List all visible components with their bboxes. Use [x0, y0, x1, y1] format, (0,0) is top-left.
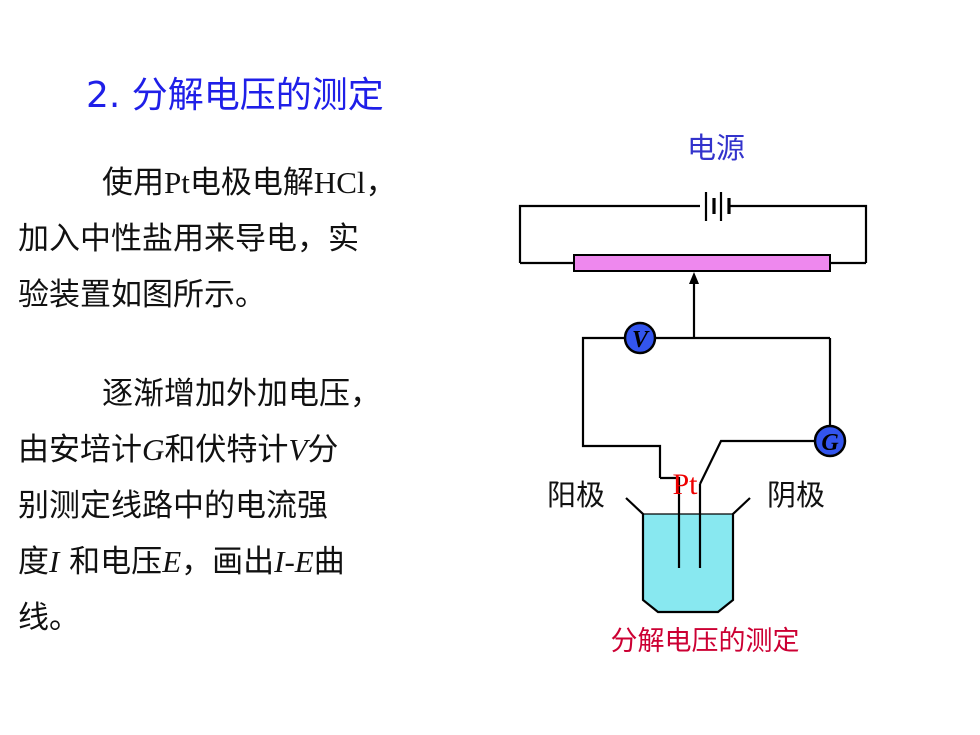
method-line-1: 逐渐增加外加电压，	[102, 376, 381, 412]
wire	[729, 204, 868, 263]
symbol-g: G	[142, 432, 165, 467]
anode-label: 阳极	[547, 478, 605, 512]
diagram-caption: 分解电压的测定	[611, 626, 800, 657]
formula-pt: Pt	[164, 165, 190, 200]
text-run: 度	[18, 544, 49, 580]
symbol-e: E	[162, 544, 182, 579]
electrodes-in-solution	[677, 514, 702, 568]
method-paragraph: 逐渐增加外加电压， 由安培计G和伏特计V分 别测定线路中的电流强 度I 和电压E…	[18, 366, 458, 646]
slide-title: 2. 分解电压的测定	[86, 75, 384, 116]
beaker-icon	[625, 497, 751, 614]
intro-line-2: 加入中性盐用来导电，实	[18, 221, 359, 257]
wire	[518, 204, 700, 263]
wire	[581, 336, 662, 478]
measurement-loop	[581, 336, 832, 485]
method-line-3: 别测定线路中的电流强	[18, 488, 328, 524]
text-run: 电极电解	[189, 165, 314, 201]
wire	[699, 439, 815, 485]
text-run: 使用	[102, 165, 164, 201]
symbol-i: I	[49, 544, 60, 579]
electrode-label: Pt	[672, 468, 698, 501]
method-line-4: 度I 和电压E，画出I-E曲	[18, 534, 458, 590]
battery-icon	[704, 192, 731, 221]
text-run: ，画出	[181, 544, 275, 580]
voltmeter-icon	[623, 321, 657, 355]
power-source-label: 电源	[687, 131, 745, 165]
galvanometer-icon	[813, 424, 847, 458]
text-run: 分	[307, 432, 339, 468]
symbol-i-e: I-E	[274, 544, 314, 579]
text-run: 曲	[313, 544, 345, 580]
galvanometer-symbol: G	[821, 430, 839, 456]
text-run: 由安培计	[18, 432, 142, 468]
method-line-2: 由安培计G和伏特计V分	[18, 422, 458, 478]
intro-paragraph: 使用Pt电极电解HCl， 加入中性盐用来导电，实 验装置如图所示。	[18, 155, 458, 323]
electrolyte-solution	[643, 514, 733, 612]
arrow-head-icon	[689, 272, 699, 284]
symbol-v: V	[288, 432, 308, 467]
text-run: 和伏特计	[164, 432, 289, 468]
cathode-label: 阴极	[767, 478, 825, 512]
text-run: 和电压	[59, 544, 163, 580]
supply-loop	[518, 204, 868, 265]
voltmeter-symbol: V	[632, 327, 650, 353]
text-run: ，	[365, 165, 397, 201]
intro-line-1: 使用Pt电极电解HCl，	[18, 155, 458, 211]
rheostat-bar	[573, 254, 831, 272]
formula-hcl: HCl	[313, 165, 366, 200]
method-line-5: 线。	[18, 600, 80, 636]
intro-line-3: 验装置如图所示。	[18, 277, 266, 313]
